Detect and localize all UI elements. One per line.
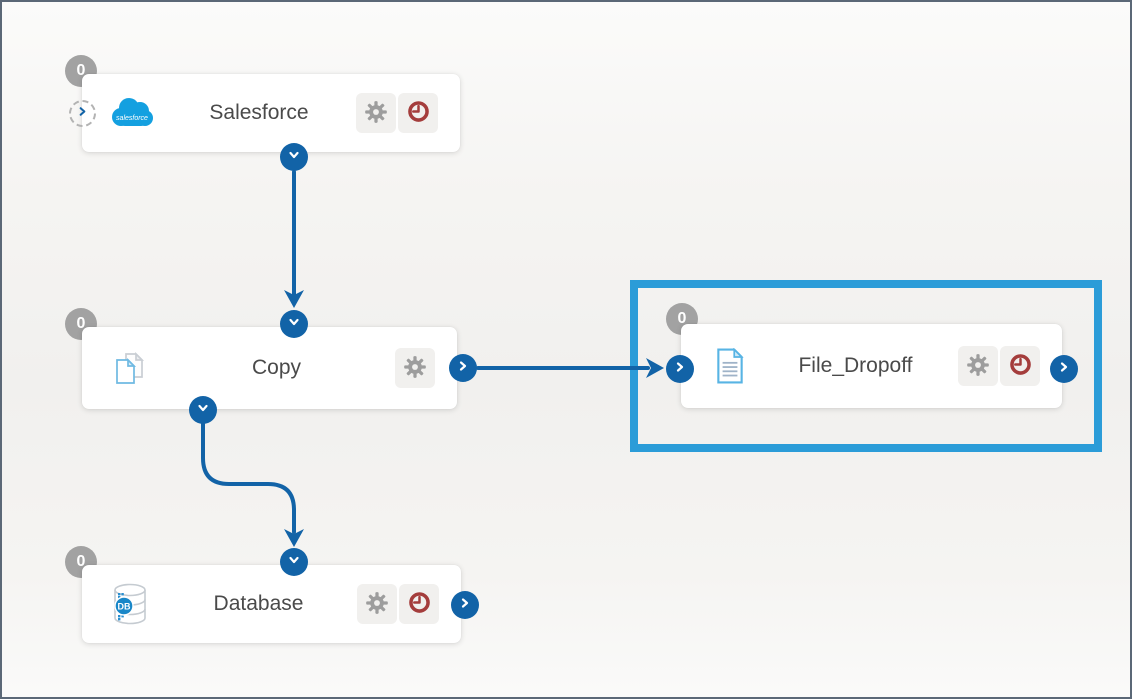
edge-salesforce-to-copy[interactable]: [284, 170, 304, 308]
input-port-database-top[interactable]: [280, 548, 308, 576]
input-port-salesforce[interactable]: [69, 100, 96, 127]
chevron-down-icon: [287, 315, 301, 334]
chevron-right-icon: [673, 360, 687, 379]
salesforce-cloud-icon: salesforce: [106, 95, 156, 131]
input-port-file-dropoff[interactable]: [666, 355, 694, 383]
input-port-copy-top[interactable]: [280, 310, 308, 338]
database-icon: DB: [106, 581, 154, 627]
gear-icon: [965, 352, 991, 381]
chevron-right-icon: [458, 596, 472, 615]
node-file-dropoff[interactable]: File_Dropoff: [681, 324, 1062, 408]
clock-icon: [406, 99, 431, 127]
gear-icon: [364, 590, 390, 619]
output-port-copy-right[interactable]: [449, 354, 477, 382]
node-salesforce[interactable]: salesforce Salesforce: [82, 74, 460, 152]
gear-icon: [363, 99, 389, 128]
schedule-button[interactable]: [1000, 346, 1040, 386]
copy-documents-icon: [106, 347, 152, 389]
chevron-down-icon: [287, 148, 301, 167]
settings-button[interactable]: [958, 346, 998, 386]
salesforce-logo-text: salesforce: [116, 115, 148, 122]
chevron-down-icon: [287, 553, 301, 572]
schedule-button[interactable]: [399, 584, 439, 624]
database-icon-label: DB: [118, 602, 131, 612]
clock-icon: [407, 590, 432, 618]
status-badge: 0: [65, 308, 97, 340]
settings-button[interactable]: [357, 584, 397, 624]
file-document-icon: [713, 348, 747, 384]
schedule-button[interactable]: [398, 93, 438, 133]
node-title: Salesforce: [209, 101, 309, 124]
output-port-database[interactable]: [451, 591, 479, 619]
gear-icon: [402, 354, 428, 383]
chevron-down-icon: [196, 401, 210, 420]
status-badge: 0: [65, 546, 97, 578]
settings-button[interactable]: [395, 348, 435, 388]
node-database[interactable]: DB Database: [82, 565, 461, 643]
node-copy[interactable]: Copy: [82, 327, 457, 409]
chevron-right-icon: [456, 359, 470, 378]
chevron-right-icon: [76, 105, 89, 123]
node-title: File_Dropoff: [798, 354, 913, 377]
node-title: Database: [213, 592, 304, 615]
settings-button[interactable]: [356, 93, 396, 133]
clock-icon: [1008, 352, 1033, 380]
output-port-copy-bottom[interactable]: [189, 396, 217, 424]
chevron-right-icon: [1057, 360, 1071, 379]
edge-copy-to-database[interactable]: [201, 422, 304, 547]
output-port-salesforce-bottom[interactable]: [280, 143, 308, 171]
output-port-file-dropoff[interactable]: [1050, 355, 1078, 383]
node-title: Copy: [251, 356, 302, 379]
